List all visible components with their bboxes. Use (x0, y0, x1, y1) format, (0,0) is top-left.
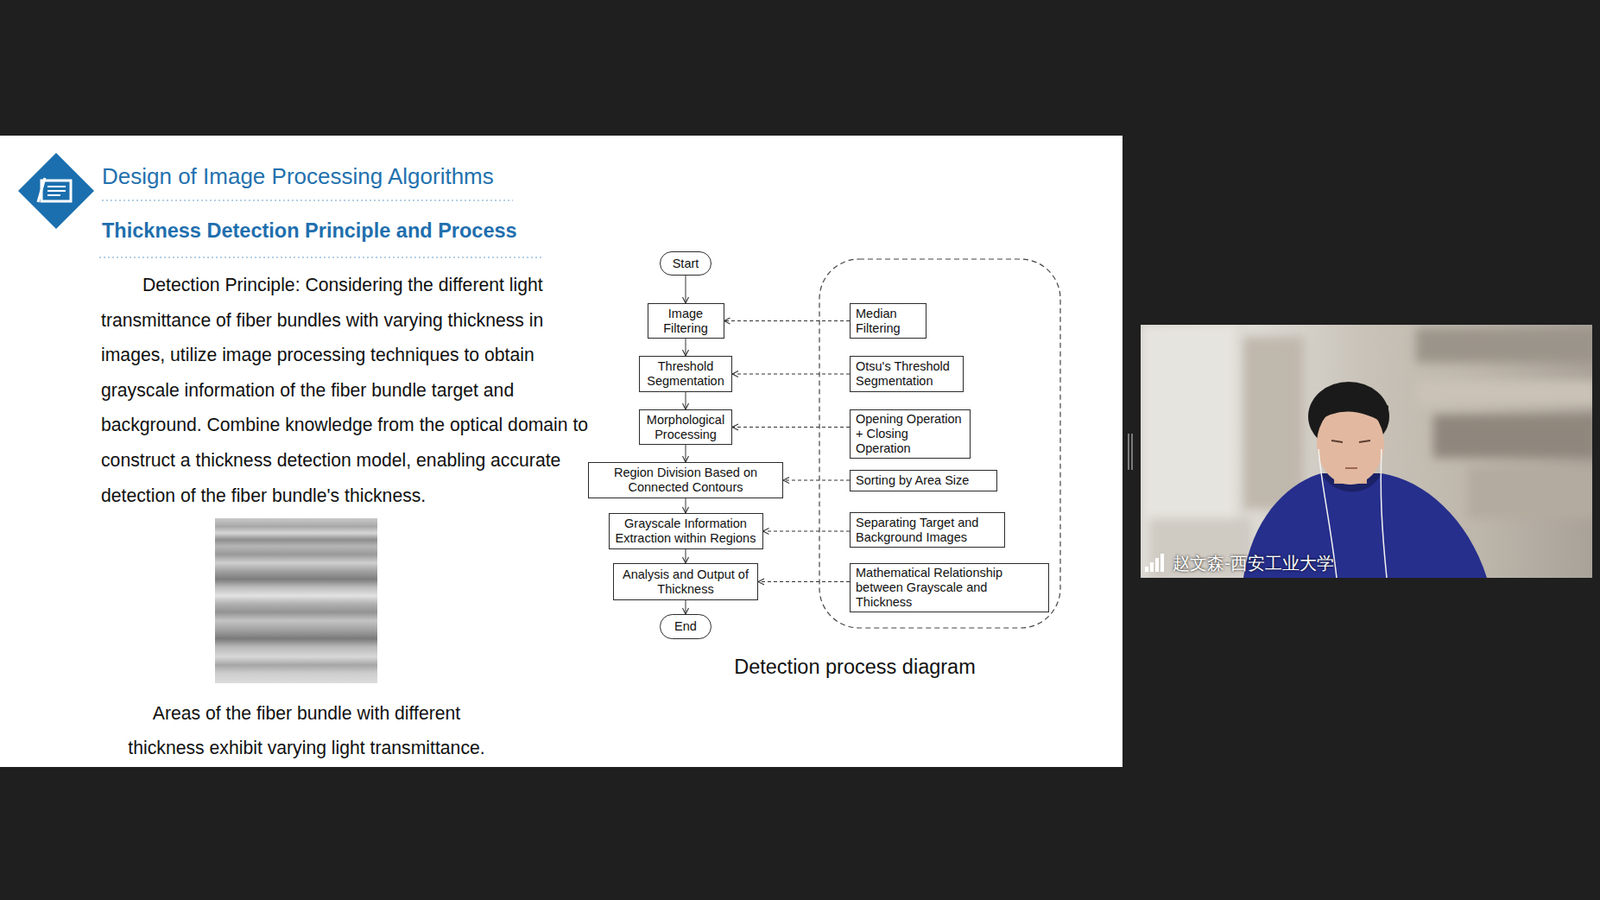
node-text-stack: End (664, 619, 708, 634)
slide-ground (0, 135, 1123, 767)
slide-subtitle: Thickness Detection Principle and Proces… (101, 217, 518, 244)
process-box: Grayscale Information Extraction within … (608, 512, 764, 550)
method-box: Opening Operation + Closing Operation (849, 409, 971, 459)
connector (683, 392, 690, 410)
connector-line (685, 549, 687, 563)
connector-line (724, 320, 851, 322)
arrow-head (683, 455, 690, 462)
node-text: Analysis and Output of Thickness (617, 567, 754, 596)
connector (683, 444, 690, 462)
process-box: Analysis and Output of Thickness (613, 562, 759, 601)
process-box: Threshold Segmentation (638, 355, 733, 393)
connector-line (685, 498, 687, 513)
connector-line (685, 338, 687, 356)
node-text-stack: Image Filtering (651, 306, 721, 336)
node-text-stack: Sorting by Area Size (855, 473, 990, 488)
node-text: Threshold Segmentation (643, 359, 728, 388)
node-text-stack: Mathematical Relationship between Graysc… (855, 565, 1042, 609)
node-text: Mathematical Relationship between Graysc… (855, 565, 1042, 609)
arrow-head (732, 423, 739, 431)
arrow-head (683, 506, 690, 513)
node-text-stack: Separating Target and Background Images (855, 515, 998, 544)
node-text: Separating Target and Background Images (855, 515, 998, 544)
arrow-head (683, 403, 690, 410)
method-group-outline (819, 259, 1061, 628)
node-text: Grayscale Information Extraction within … (613, 516, 759, 545)
connector-line (685, 444, 687, 462)
connector (683, 498, 690, 513)
node-text: End (664, 619, 708, 634)
node-text: Otsu's Threshold Segmentation (855, 359, 956, 388)
connector-line (685, 392, 687, 410)
connector (732, 423, 850, 431)
node-text: Morphological Processing (643, 412, 728, 442)
diagram-caption: Detection process diagram (716, 653, 993, 680)
process-box: Image Filtering (647, 303, 725, 339)
process-box: Region Division Based on Connected Conto… (588, 461, 784, 499)
arrow-head (763, 528, 770, 535)
connector (732, 371, 850, 378)
dotted-rule (99, 257, 544, 259)
method-box: Median Filtering (849, 303, 927, 339)
connector-line (783, 480, 850, 481)
arrow-head (683, 349, 690, 356)
node-text: Opening Operation + Closing Operation (855, 411, 963, 456)
connector (783, 477, 850, 484)
terminal-pill: End (659, 613, 712, 639)
divider-handle (1131, 433, 1133, 470)
node-text-stack: Otsu's Threshold Segmentation (855, 359, 956, 388)
method-box: Separating Target and Background Images (849, 512, 1006, 548)
slide-title: Design of Image Processing Algorithms (101, 162, 494, 190)
connector (763, 528, 851, 535)
connector-line (685, 600, 687, 614)
arrow-head (683, 607, 690, 614)
principle-paragraph: Detection Principle: Considering the dif… (101, 267, 590, 513)
terminal-pill: Start (659, 251, 712, 276)
divider-handle (1127, 433, 1130, 470)
node-text: Image Filtering (651, 306, 721, 336)
method-box: Sorting by Area Size (849, 469, 998, 492)
connector-line (763, 531, 851, 532)
node-text: Region Division Based on Connected Conto… (592, 465, 779, 494)
arrow-head (724, 317, 731, 324)
node-text-stack: Median Filtering (855, 306, 919, 336)
node-text-stack: Morphological Processing (643, 412, 728, 442)
node-text-stack: Start (664, 256, 708, 272)
process-box: Morphological Processing (638, 409, 733, 445)
section-icon (18, 152, 95, 229)
node-text: Sorting by Area Size (855, 473, 990, 488)
connector (758, 578, 850, 585)
participant-name: 赵文森-西安工业大学 (1172, 550, 1335, 576)
connector (683, 549, 690, 563)
connector-line (732, 373, 850, 375)
method-box: Otsu's Threshold Segmentation (849, 355, 964, 393)
node-text-stack: Opening Operation + Closing Operation (855, 411, 963, 456)
dotted-rule (101, 200, 513, 202)
arrow-head (732, 371, 739, 378)
arrow-head (683, 297, 690, 304)
webcam-video (1140, 324, 1593, 578)
connector (724, 317, 851, 324)
connector-line (685, 275, 687, 304)
method-box: Mathematical Relationship between Graysc… (849, 562, 1050, 613)
image-caption: Areas of the fiber bundle with different… (114, 695, 499, 766)
arrow-head (758, 578, 765, 585)
node-text: Median Filtering (855, 306, 919, 336)
node-text-stack: Region Division Based on Connected Conto… (592, 465, 779, 494)
arrow-head (783, 477, 790, 484)
node-text-stack: Threshold Segmentation (643, 359, 728, 388)
connector-line (732, 426, 850, 428)
arrow-head (683, 556, 690, 563)
node-text: Start (664, 256, 708, 272)
connector (683, 600, 690, 614)
connector-line (758, 581, 850, 582)
node-text-stack: Grayscale Information Extraction within … (613, 516, 759, 545)
connector (683, 338, 690, 356)
connector (683, 275, 690, 304)
fiber-image (215, 518, 378, 684)
node-text-stack: Analysis and Output of Thickness (617, 567, 754, 596)
